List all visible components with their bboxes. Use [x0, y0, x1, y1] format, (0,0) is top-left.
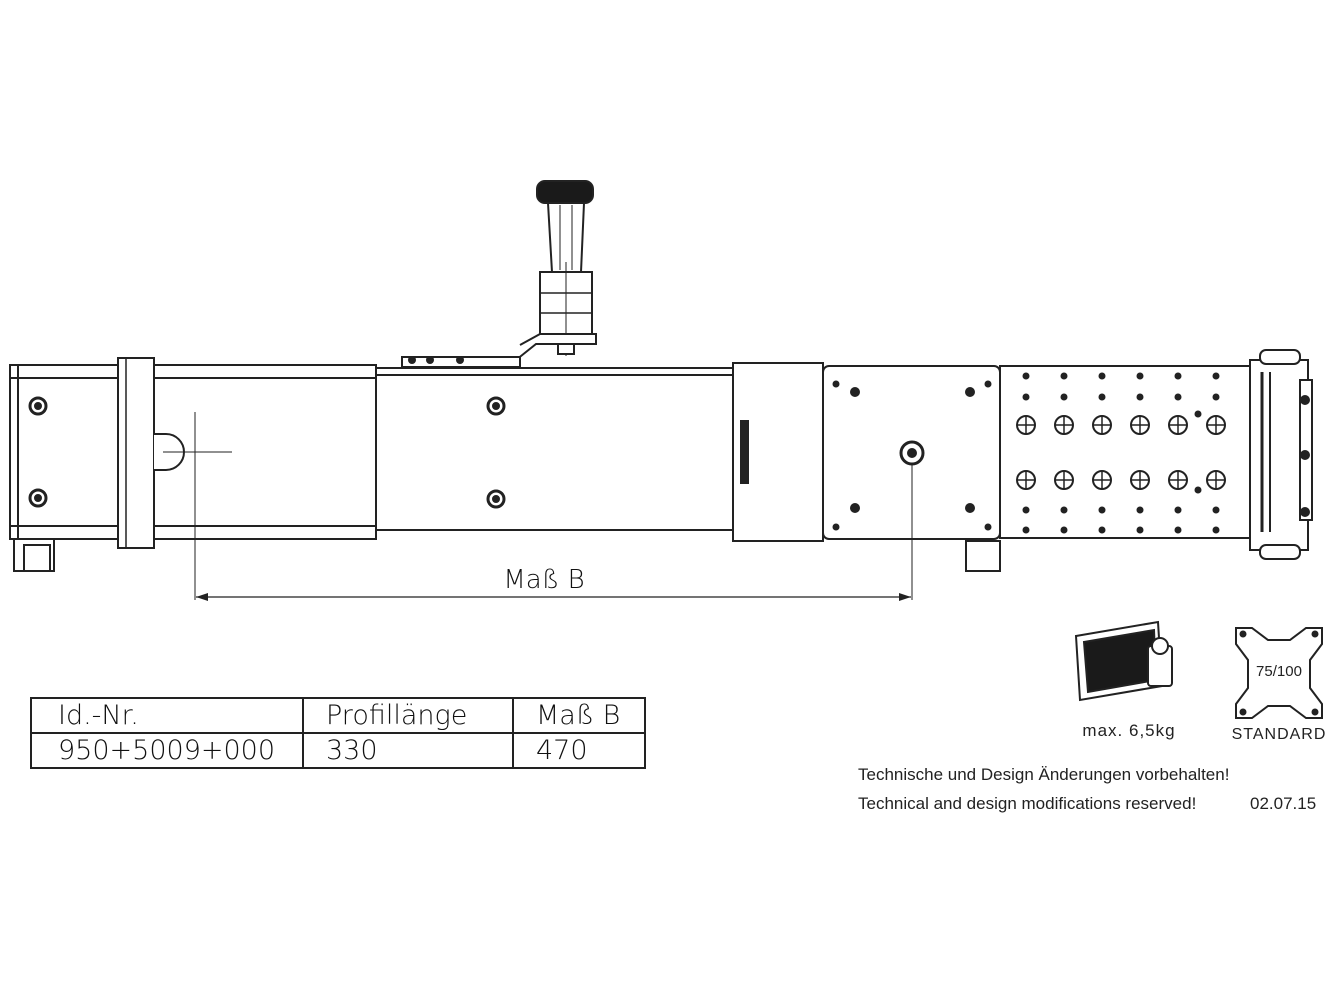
- perforation-hole: [1060, 506, 1068, 514]
- perforation-hole: [1098, 393, 1106, 401]
- perforation-hole: [1136, 526, 1144, 534]
- perforation-hole: [1060, 526, 1068, 534]
- dimension-line: [196, 593, 911, 601]
- slide-section: [375, 362, 824, 542]
- weight-icon: [1074, 620, 1173, 702]
- perforation-hole: [1174, 393, 1182, 401]
- header-id: Id.-Nr.: [30, 697, 304, 734]
- spec-table: Id.-Nr. Profillänge Maß B 950+5009+000 3…: [30, 697, 646, 769]
- perforation-hole: [1060, 372, 1068, 380]
- perforation-hole: [1174, 506, 1182, 514]
- note-date: 02.07.15: [1250, 794, 1317, 813]
- vesa-icon: [1235, 627, 1323, 719]
- header-profile-length: Profillänge: [302, 697, 514, 734]
- perforation-hole: [1098, 372, 1106, 380]
- perforation-hole: [1098, 526, 1106, 534]
- cell-profile-length: 330: [302, 732, 514, 769]
- cell-id: 950+5009+000: [30, 732, 304, 769]
- perforation-hole: [1136, 506, 1144, 514]
- dimension-label: Maß B: [503, 565, 584, 595]
- cell-dimension-b: 470: [512, 732, 646, 769]
- perforation-hole: [1212, 372, 1220, 380]
- perforation-hole: [1136, 393, 1144, 401]
- knob-handle: [515, 180, 597, 361]
- perforation-hole: [1060, 393, 1068, 401]
- perforation-hole: [1098, 506, 1106, 514]
- weight-label: max. 6,5kg: [1082, 721, 1175, 740]
- perforation-hole: [1212, 506, 1220, 514]
- perforation-hole: [1212, 393, 1220, 401]
- perforation-hole: [1022, 372, 1030, 380]
- table-row: 950+5009+000 330 470: [30, 732, 646, 769]
- perforation-hole: [1212, 526, 1220, 534]
- perforation-hole: [1136, 372, 1144, 380]
- perforated-adapter: [999, 365, 1251, 539]
- perforation-hole: [1022, 526, 1030, 534]
- vesa-label: STANDARD: [1232, 726, 1327, 743]
- end-cap: [1249, 349, 1313, 560]
- mounting-plate: [822, 365, 1001, 600]
- vesa-size: 75/100: [1256, 663, 1302, 680]
- header-dimension-b: Maß B: [512, 697, 646, 734]
- table-header-row: Id.-Nr. Profillänge Maß B: [30, 697, 646, 734]
- perforation-hole: [1022, 393, 1030, 401]
- perforation-hole: [1174, 372, 1182, 380]
- perforation-hole: [1174, 526, 1182, 534]
- main-rail: [9, 357, 377, 600]
- note-german: Technische und Design Änderungen vorbeha…: [858, 765, 1230, 784]
- note-english: Technical and design modifications reser…: [858, 794, 1197, 813]
- perforation-hole: [1022, 506, 1030, 514]
